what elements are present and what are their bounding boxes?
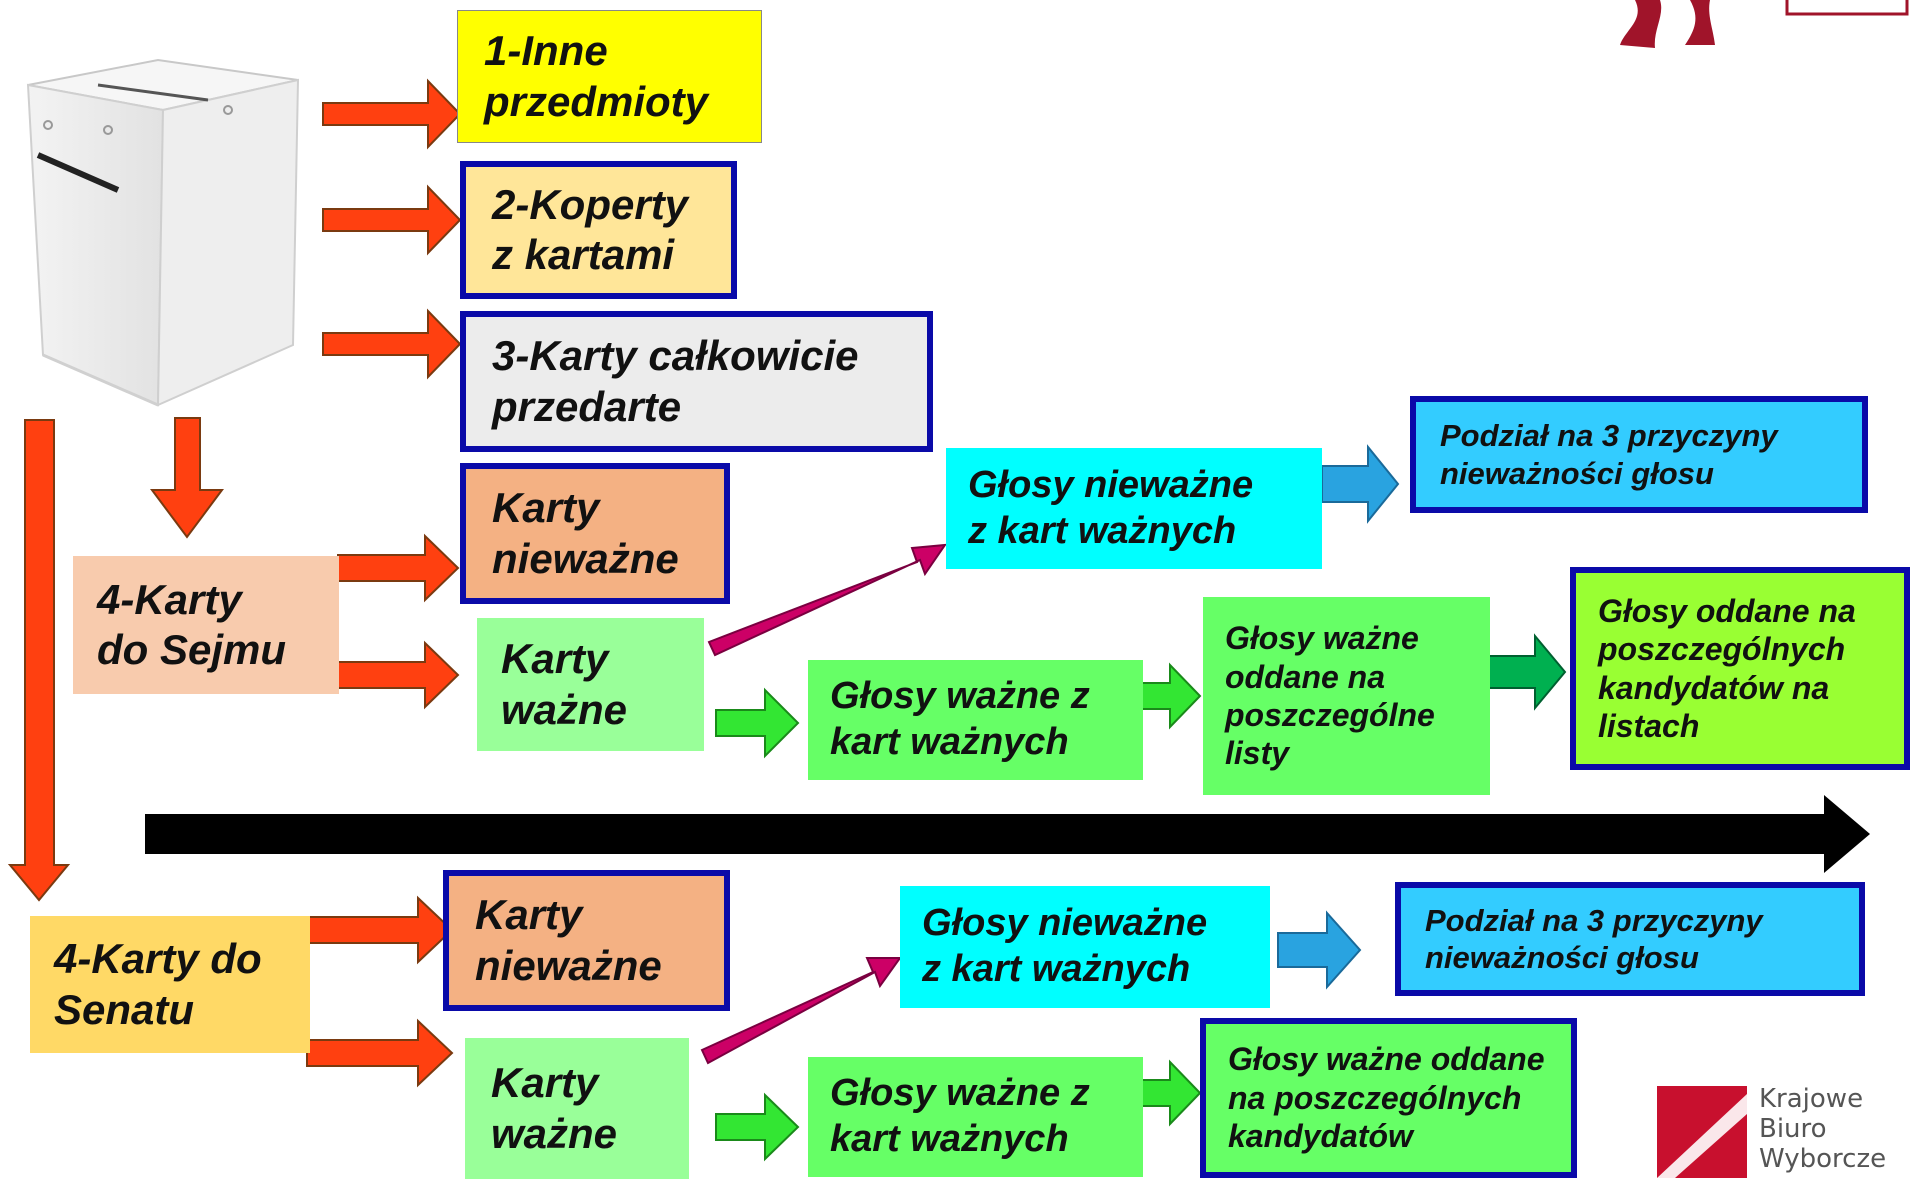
box-sejm-glosy-niewazne: Głosy nieważne z kart ważnych — [946, 448, 1322, 569]
arrow-senat-to-podzial — [1277, 910, 1362, 990]
box-text: listach — [1598, 707, 1700, 744]
kbw-logo-line2: Biuro — [1759, 1114, 1827, 1144]
box-text: Głosy nieważne — [922, 902, 1208, 945]
arrow-sejm-to-glosy-wazne — [715, 687, 800, 759]
arrow-to-przedarte — [322, 308, 462, 380]
box-text: Karty — [491, 1059, 599, 1107]
arrow-sejm-to-wazne — [337, 640, 460, 710]
arrow-sejm-to-listy — [1140, 662, 1202, 730]
arrow-sejm-to-podzial — [1321, 444, 1400, 524]
box-text: nieważne — [492, 534, 679, 582]
box-text: Karty — [501, 635, 609, 683]
box-text: nieważne — [475, 941, 662, 989]
box-text: Karty — [492, 484, 600, 532]
box-text: 1-Inne — [484, 27, 608, 75]
box-text: kart ważnych — [830, 721, 1069, 763]
box-text: 3-Karty całkowicie — [492, 332, 859, 380]
kbw-logo: Krajowe Biuro Wyborcze — [1655, 1084, 1913, 1184]
separator-arrow — [145, 795, 1870, 873]
box-text: ważne — [491, 1109, 618, 1157]
arrow-senat-to-wazne — [306, 1018, 454, 1088]
box-text: 4-Karty do — [54, 935, 262, 983]
box-karty-przedarte: 3-Karty całkowicie przedarte — [460, 311, 933, 452]
arrow-senat-to-niewazne — [306, 895, 454, 965]
box-karty-do-sejmu: 4-Karty do Sejmu — [73, 556, 339, 694]
kbw-logo-line1: Krajowe — [1759, 1084, 1864, 1114]
box-text: poszczególne — [1225, 697, 1435, 733]
box-senat-glosy-wazne: Głosy ważne z kart ważnych — [808, 1057, 1143, 1177]
box-sejm-glosy-na-kandydatow: Głosy oddane na poszczególnych kandydató… — [1570, 567, 1910, 770]
box-text: Głosy nieważne — [968, 463, 1254, 506]
arrow-down-to-senat — [7, 419, 71, 902]
arrow-listy-to-kandydaci — [1487, 633, 1567, 711]
box-text: Karty — [475, 891, 583, 939]
box-text: 2-Koperty — [492, 180, 689, 228]
arrow-down-to-sejm — [150, 417, 224, 539]
arrow-to-inne — [322, 78, 462, 150]
box-karty-do-senatu: 4-Karty do Senatu — [30, 916, 310, 1053]
kbw-logo-mark — [1657, 1086, 1747, 1178]
box-koperty-z-kartami: 2-Koperty z kartami — [460, 161, 737, 299]
box-senat-glosy-na-kandydatow: Głosy ważne oddane na poszczególnych kan… — [1200, 1018, 1577, 1178]
box-sejm-glosy-wazne: Głosy ważne z kart ważnych — [808, 660, 1143, 780]
box-text: listy — [1225, 735, 1290, 772]
ballot-box-image — [26, 58, 300, 407]
box-text: 4-Karty — [97, 575, 242, 623]
box-text: Podział na 3 przyczyny — [1425, 902, 1763, 938]
arrow-to-koperty — [322, 184, 462, 256]
box-text: przedmioty — [484, 77, 709, 125]
box-senat-karty-niewazne: Karty nieważne — [443, 870, 730, 1011]
box-sejm-karty-niewazne: Karty nieważne — [460, 463, 730, 604]
box-text: ważne — [501, 685, 628, 733]
box-text: do Sejmu — [97, 626, 287, 673]
box-senat-podzial: Podział na 3 przyczyny nieważności głosu — [1395, 882, 1865, 996]
box-text: Głosy oddane na — [1598, 592, 1856, 629]
box-text: przedarte — [492, 382, 682, 430]
kbw-logo-line3: Wyborcze — [1759, 1144, 1887, 1174]
box-text: Senatu — [54, 985, 195, 1033]
arrow-sejm-to-niewazne — [337, 533, 460, 603]
box-text: nieważności głosu — [1425, 940, 1699, 975]
box-text: Podział na 3 przyczyny — [1440, 418, 1778, 454]
box-text: z kartami — [492, 231, 675, 278]
box-inne-przedmioty: 1-Inne przedmioty — [457, 10, 762, 143]
box-text: Głosy ważne oddane — [1228, 1041, 1545, 1078]
arrow-senat-wazne-to-glosy-niewazne — [700, 957, 902, 1065]
box-text: z kart ważnych — [922, 948, 1191, 990]
box-text: poszczególnych — [1598, 631, 1846, 668]
box-text: nieważności głosu — [1440, 455, 1714, 491]
box-sejm-glosy-na-listy: Głosy ważne oddane na poszczególne listy — [1203, 597, 1490, 795]
box-sejm-podzial: Podział na 3 przyczyny nieważności głosu — [1410, 396, 1868, 513]
arrow-sejm-wazne-to-glosy-niewazne — [707, 543, 948, 657]
arrow-senat-to-glosy-wazne — [715, 1092, 800, 1162]
box-text: Głosy ważne — [1225, 620, 1419, 657]
box-text: Głosy ważne z — [830, 1072, 1090, 1115]
box-senat-glosy-niewazne: Głosy nieważne z kart ważnych — [900, 886, 1270, 1008]
box-text: na poszczególnych — [1228, 1079, 1522, 1116]
box-sejm-karty-wazne: Karty ważne — [477, 618, 704, 751]
arrow-senat-to-kandydaci — [1140, 1059, 1202, 1127]
box-text: oddane na — [1225, 658, 1386, 695]
box-senat-karty-wazne: Karty ważne — [465, 1038, 689, 1179]
box-text: z kart ważnych — [968, 509, 1237, 552]
top-right-emblem — [1620, 0, 1909, 48]
box-text: kart ważnych — [830, 1118, 1069, 1160]
box-text: kandydatów — [1228, 1118, 1413, 1155]
box-text: Głosy ważne z — [830, 675, 1090, 718]
box-text: kandydatów na — [1598, 669, 1830, 706]
